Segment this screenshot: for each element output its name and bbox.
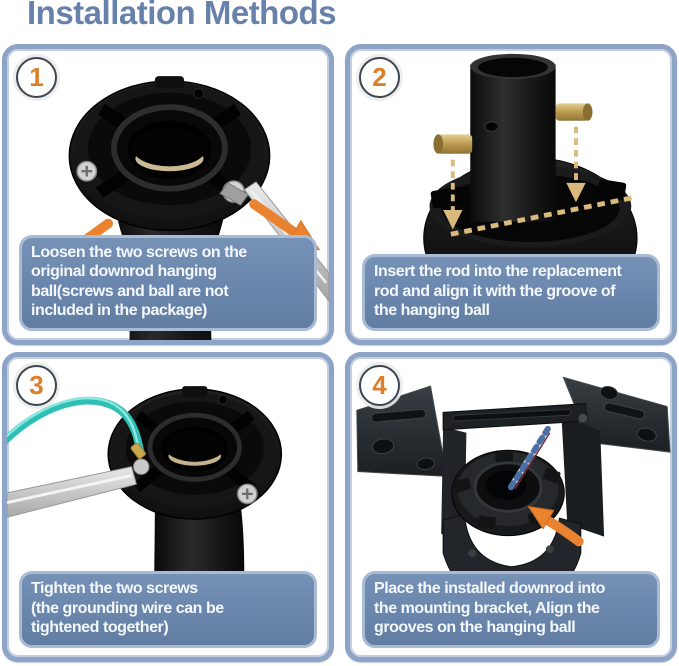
screw-right xyxy=(236,483,258,505)
step-3-caption: Tighten the two screws (the grounding wi… xyxy=(19,571,317,648)
mounting-bracket-left-wing xyxy=(356,385,448,477)
step-3-number-badge: 3 xyxy=(16,365,57,406)
brass-pin xyxy=(433,103,593,154)
replacement-rod xyxy=(470,53,556,222)
downrod-ball-loosen-illustration xyxy=(43,76,329,340)
step-4-panel: 4 Place the installed downrod into the m… xyxy=(345,352,677,662)
step-1-panel: 1 Loosen the two screws on the original … xyxy=(2,44,334,345)
screwdriver xyxy=(7,466,137,518)
step-1-caption: Loosen the two screws on the original do… xyxy=(19,234,317,331)
step-3-panel: 3 Tighten the two screws (the grounding … xyxy=(2,352,334,662)
hanging-ball xyxy=(68,76,271,232)
step-4-number-badge: 4 xyxy=(359,365,400,406)
step-1-photo xyxy=(7,49,329,340)
screw-left xyxy=(132,458,150,475)
fan-wires xyxy=(508,425,551,491)
step-2-caption: Insert the rod into the replacement rod … xyxy=(362,254,660,331)
dashed-alignment-arrows-icon xyxy=(443,126,635,237)
step-2-number-badge: 2 xyxy=(359,57,400,98)
grounding-wire xyxy=(7,396,146,460)
page-title: Installation Methods xyxy=(27,0,337,31)
orange-arrow-icon xyxy=(527,505,584,547)
step-3-photo xyxy=(7,357,329,657)
step-1-number-badge: 1 xyxy=(16,57,57,98)
step-2-panel: 2 Insert the rod into the replacement ro… xyxy=(345,44,677,345)
screw-left xyxy=(76,160,98,182)
hanging-ball xyxy=(107,386,283,520)
ball-tighten-ground-wire-illustration xyxy=(7,386,283,639)
step-4-caption: Place the installed downrod into the mou… xyxy=(362,571,660,648)
wire-terminal xyxy=(130,442,146,460)
bracket-crossbar xyxy=(442,403,589,431)
